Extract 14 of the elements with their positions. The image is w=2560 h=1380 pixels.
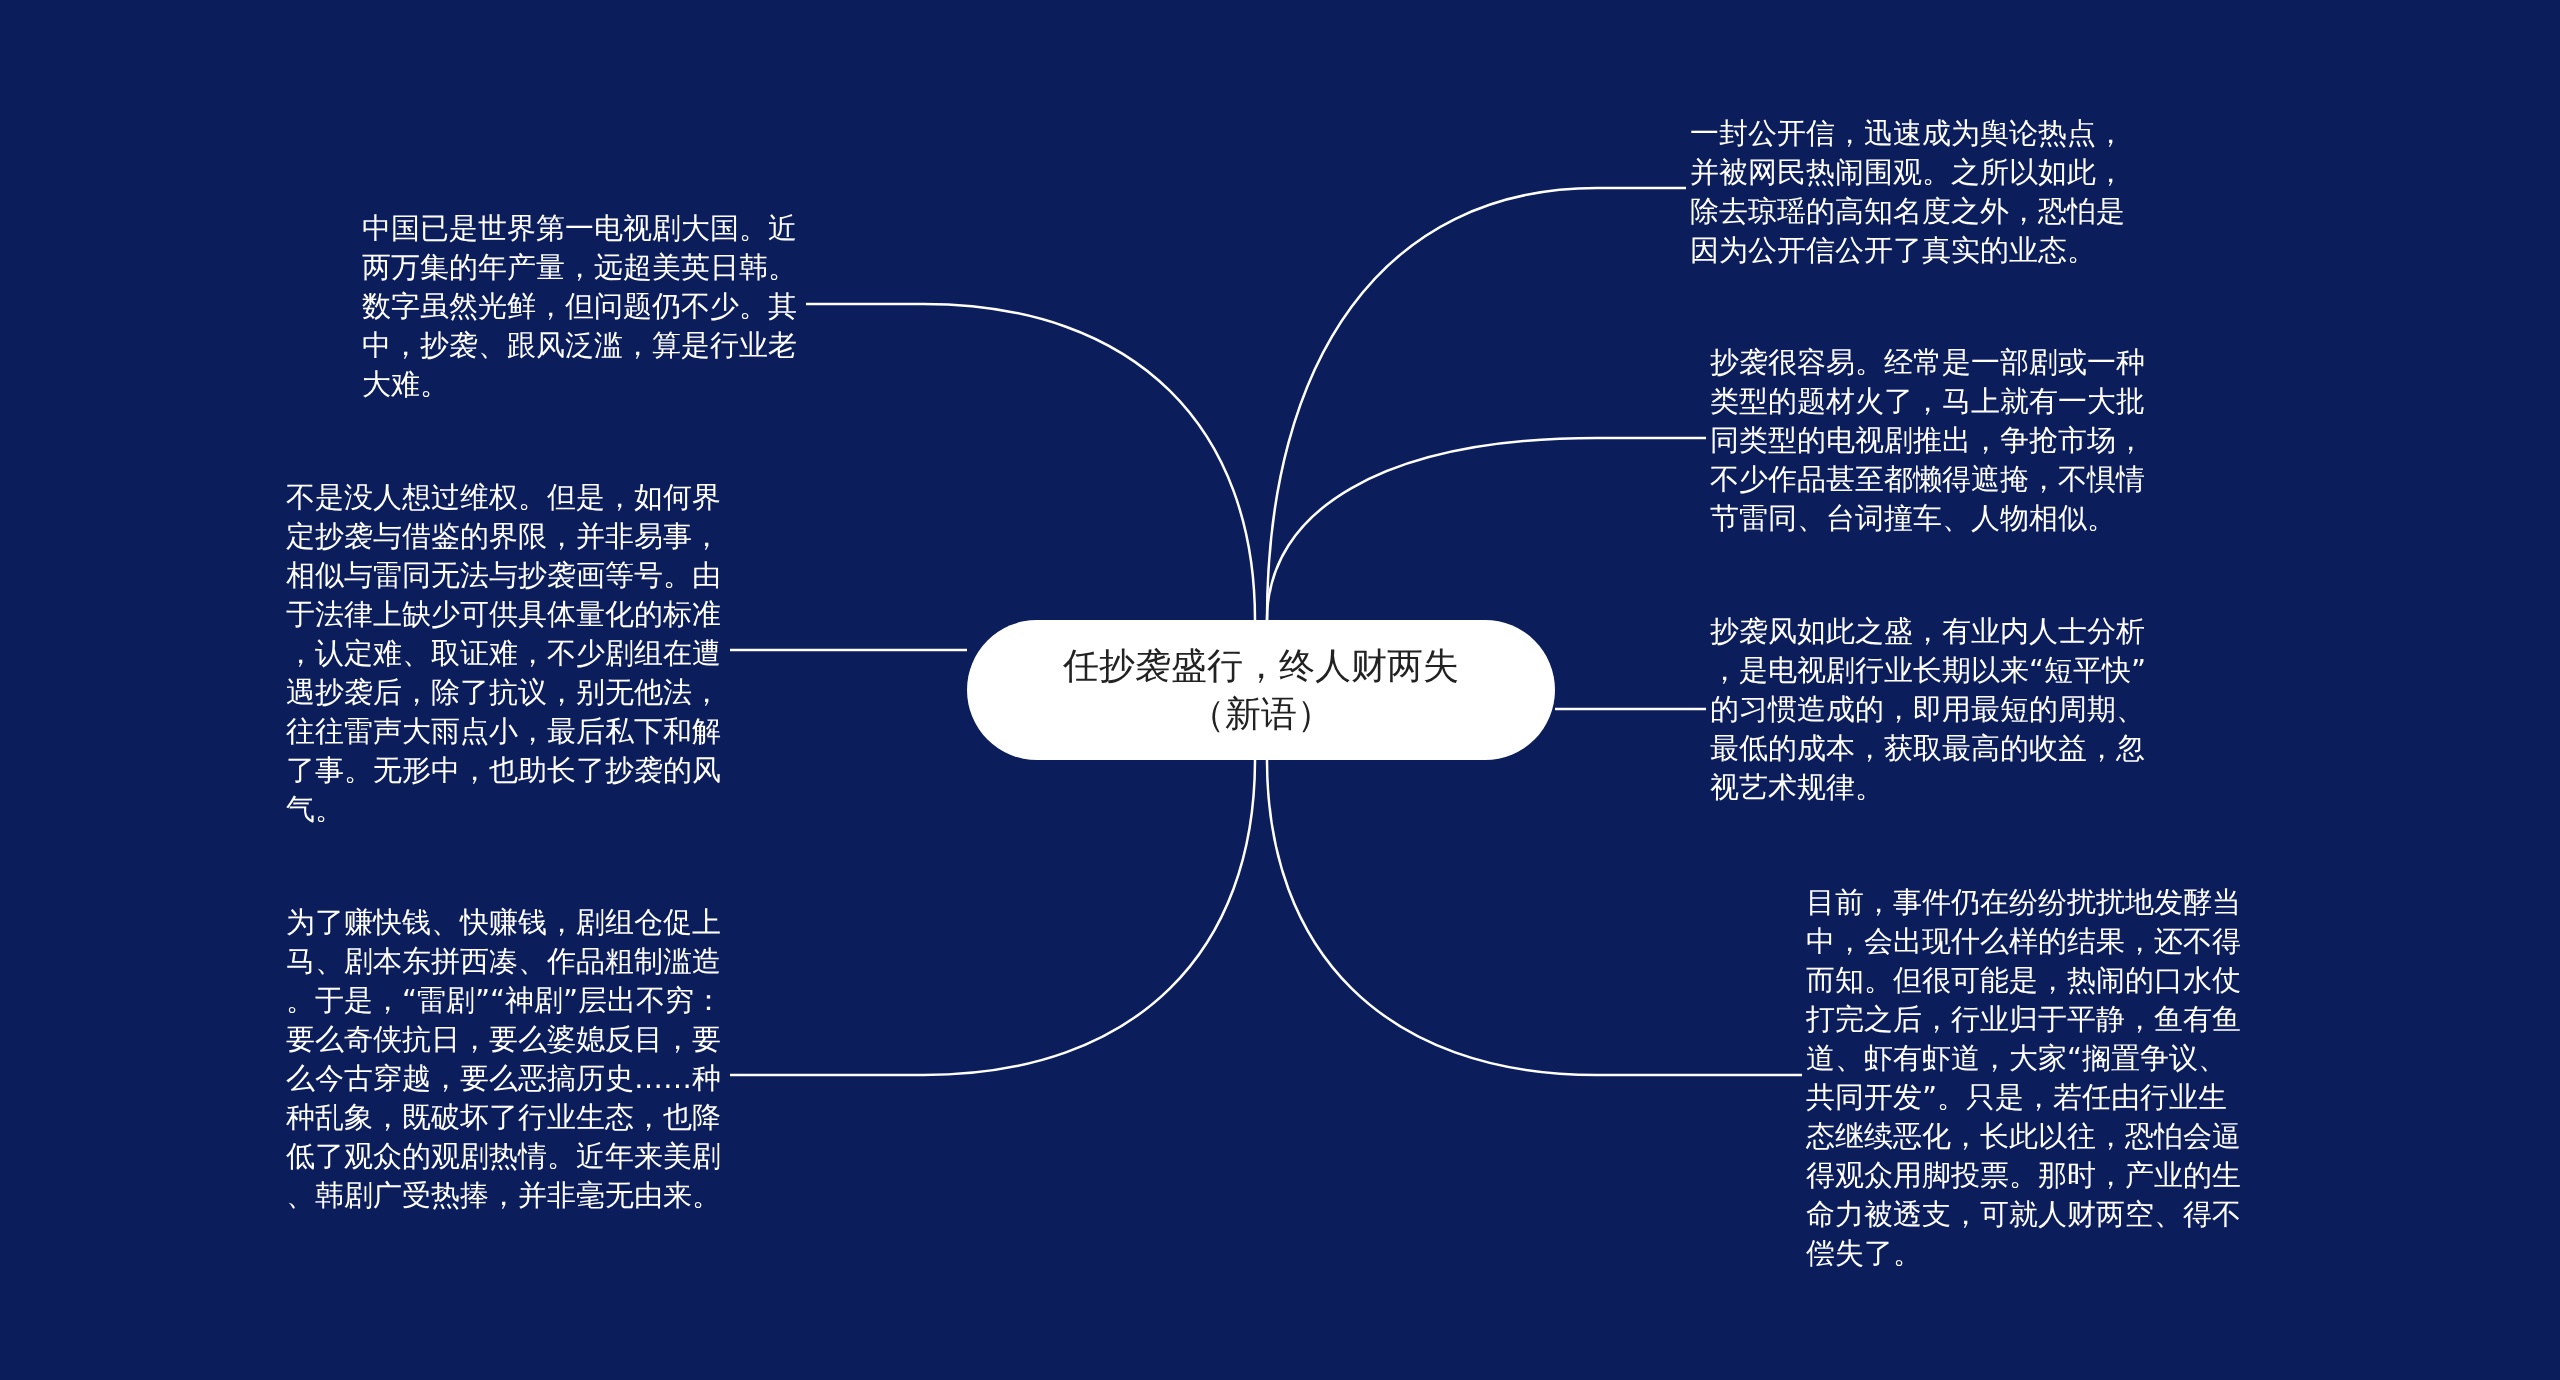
- connector-line: [1265, 759, 1802, 1077]
- paragraph: 中国已是世界第一电视剧大国。近两万集的年产量，远超美英日韩。数字虽然光鲜，但问题仍不少。其中，抄袭、跟风泛滥，算是行业老大难。: [362, 210, 798, 403]
- connector-line: [806, 302, 1257, 621]
- connector-line: [1265, 436, 1706, 621]
- paragraph: 一封公开信，迅速成为舆论热点，并被网民热闹围观。之所以如此，除去琼瑶的高知名度之外，恐怕是因为公开信公开了真实的业态。: [1690, 115, 2126, 269]
- connector-line: [1555, 707, 1706, 711]
- paragraph: 目前，事件仍在纷纷扰扰地发酵当中，会出现什么样的结果，还不得而知。但很可能是，热闹的口水仗打完之后，行业归于平静，鱼有鱼道、虾有虾道，大家“搁置争议、共同开发”。只是，若任由行业生态继续恶化，长此以往，恐怕会逼得观众用脚投票。那时，产业的生命力被透支，可就人财两空、得不偿失了。: [1806, 884, 2242, 1272]
- paragraph: 抄袭风如此之盛，有业内人士分析，是电视剧行业长期以来“短平快”的习惯造成的，即用最短的周期、最低的成本，获取最高的收益，忽视艺术规律。: [1710, 613, 2148, 806]
- connector-line: [730, 648, 967, 652]
- paragraph: 不是没人想过维权。但是，如何界定抄袭与借鉴的界限，并非易事，相似与雷同无法与抄袭画等号。由于法律上缺少可供具体量化的标准，认定难、取证难，不少剧组在遭遇抄袭后，除了抗议，别无他法，往往雷声大雨点小，最后私下和解了事。无形中，也助长了抄袭的风气。: [286, 479, 722, 828]
- paragraph: 抄袭很容易。经常是一部剧或一种类型的题材火了，马上就有一大批同类型的电视剧推出，争抢市场，不少作品甚至都懒得遮掩，不惧情节雷同、台词撞车、人物相似。: [1710, 344, 2146, 537]
- paragraph: 为了赚快钱、快赚钱，剧组仓促上马、剧本东拼西凑、作品粗制滥造。于是，“雷剧”“神剧”层出不穷：要么奇侠抗日，要么婆媳反目，要么今古穿越，要么恶搞历史……种种乱象，既破坏了行业生态，也降低了观众的观剧热情。近年来美剧、韩剧广受热捧，并非毫无由来。: [286, 904, 725, 1214]
- topic-box: 任抄袭盛行，终人财两失（新语）: [967, 620, 1555, 760]
- connector-line: [730, 759, 1257, 1077]
